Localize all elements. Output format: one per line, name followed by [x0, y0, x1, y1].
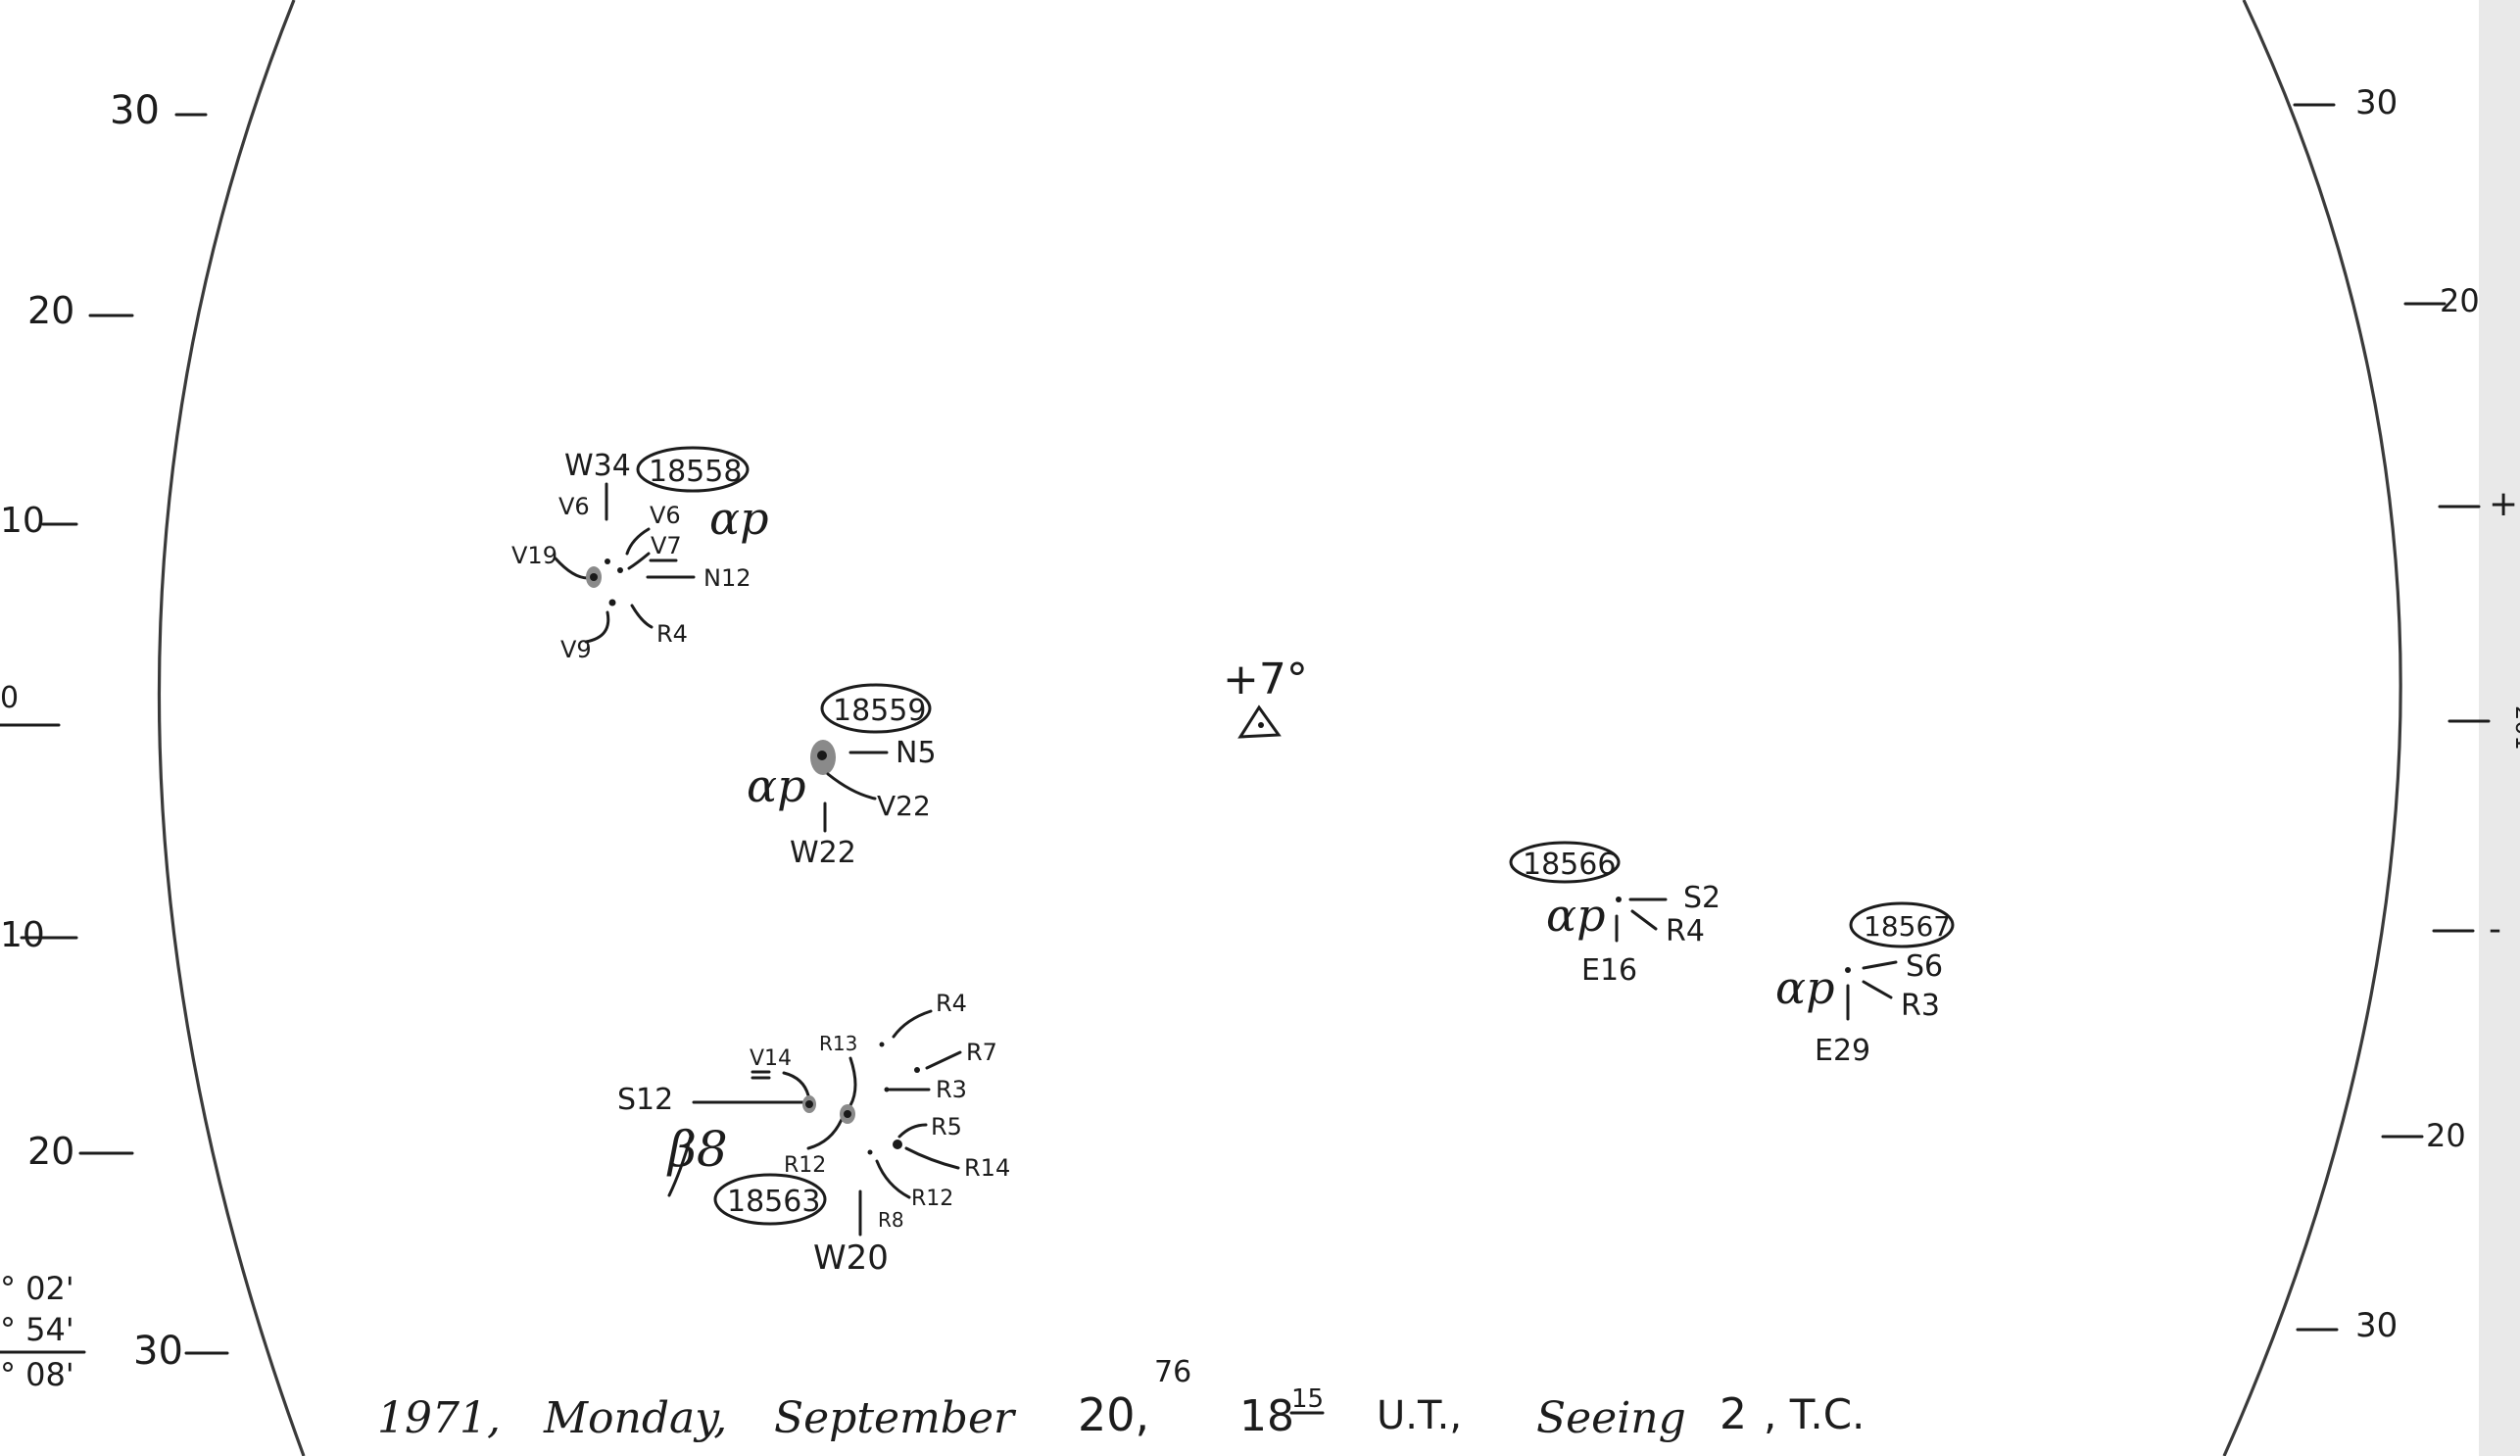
- spot-label: R4: [936, 990, 967, 1017]
- right-tick-label: +: [2489, 484, 2518, 524]
- group-id: 18566: [1523, 848, 1616, 882]
- group-class: αp: [1546, 889, 1606, 942]
- group-18558: W34 18558 αp V6 V6 V7 V19 N12 V9 R4: [511, 446, 769, 663]
- caption-time-minutes: 15: [1291, 1384, 1324, 1414]
- caption-day: Monday,: [543, 1393, 727, 1443]
- group-18567: 18567 S6 R3 αp E29: [1775, 901, 1955, 1068]
- left-latitude-scale: 30 20 10 10 20 30 0: [0, 88, 229, 1374]
- spot-label: V19: [511, 542, 557, 569]
- caption-seeing: Seeing: [1536, 1393, 1686, 1443]
- group-18566: 18566 S2 R4 αp E16: [1509, 841, 1720, 988]
- corner-note: ° 02': [0, 1270, 74, 1307]
- group-zurich-label: E29: [1815, 1034, 1870, 1068]
- disk-center-marker: +7°: [1223, 655, 1308, 739]
- spot-label: R3: [936, 1076, 967, 1103]
- group-id: 18567: [1864, 910, 1951, 943]
- caption-ut: U.T.,: [1377, 1393, 1462, 1438]
- group-class: β8: [666, 1121, 728, 1178]
- group-18559: 18559 N5 V22 αp W22: [747, 683, 937, 870]
- caption-month: September: [774, 1393, 1017, 1443]
- caption-date-fraction: 76: [1154, 1355, 1191, 1389]
- spot-label: V14: [750, 1046, 792, 1071]
- caption-year: 1971,: [377, 1393, 501, 1443]
- group-zurich-label: W34: [564, 449, 631, 483]
- spot-label: N12: [703, 564, 751, 592]
- caption-time: 18: [1239, 1391, 1294, 1441]
- group-18563: S12 V14 R13 R4 R7 R3 R5 R14 R12 R12 R8 β…: [617, 990, 1010, 1278]
- spot-label: S6: [1906, 949, 1943, 984]
- group-zurich-label: W22: [790, 836, 856, 870]
- caption-date: 20,: [1078, 1388, 1149, 1441]
- spot-label: R4: [656, 620, 688, 648]
- left-tick-label: 10: [0, 501, 45, 541]
- spot-label: V7: [651, 532, 682, 559]
- left-margin-fragment: 0: [0, 681, 19, 715]
- spot-label: S2: [1683, 881, 1720, 915]
- right-tick-label: 20: [2440, 282, 2480, 319]
- corner-note: ° 54': [0, 1311, 74, 1348]
- group-id-oval: [820, 683, 932, 734]
- group-zurich-label: W20: [813, 1238, 889, 1278]
- spot-label: V9: [560, 636, 592, 663]
- center-latitude-label: +7°: [1223, 655, 1308, 704]
- spot-label: R8: [878, 1208, 904, 1232]
- right-latitude-scale: 30 20 + - 20 30 201: [2293, 83, 2520, 1345]
- group-id: 18558: [649, 455, 742, 489]
- spot-label: V22: [877, 790, 931, 822]
- right-margin-fragment: 201: [2510, 705, 2520, 751]
- corner-note: ° 08': [0, 1356, 74, 1393]
- center-dot: [1258, 722, 1264, 728]
- spot-label: R4: [1666, 914, 1705, 948]
- group-id-oval: [636, 446, 750, 493]
- spot-label: R12: [911, 1187, 953, 1211]
- spot-label: R5: [931, 1113, 962, 1141]
- group-id: 18563: [727, 1185, 820, 1219]
- spot-label: R12: [784, 1153, 826, 1178]
- left-tick-label: 20: [27, 289, 74, 332]
- spot-label: R14: [964, 1154, 1010, 1182]
- group-id-oval: [713, 1173, 827, 1226]
- spot-label: S12: [617, 1083, 673, 1117]
- scan-edge: [2479, 0, 2520, 1456]
- spot-label: V6: [650, 502, 681, 529]
- right-tick-label: -: [2489, 909, 2501, 949]
- group-id: 18559: [833, 694, 926, 728]
- group-class: αp: [709, 492, 769, 545]
- spot-label: V6: [558, 493, 590, 520]
- left-tick-label: 30: [133, 1329, 183, 1374]
- center-triangle-icon: [1237, 704, 1282, 739]
- group-id-oval: [1509, 841, 1621, 884]
- group-class: αp: [1775, 961, 1835, 1014]
- left-tick-label: 10: [0, 915, 45, 955]
- spot-label: R3: [1901, 989, 1940, 1023]
- observation-caption: 1971, Monday, September 20, 76 18 15 U.T…: [377, 1355, 1865, 1443]
- group-zurich-label: E16: [1581, 953, 1637, 988]
- right-tick-label: 30: [2355, 1306, 2398, 1345]
- solar-limb-right: [2222, 0, 2402, 1456]
- spot-label: R7: [966, 1039, 997, 1066]
- spot-label: R13: [819, 1032, 857, 1055]
- left-tick-label: 20: [27, 1130, 74, 1173]
- caption-seeing-value: 2: [1720, 1389, 1747, 1439]
- group-class: αp: [747, 759, 806, 812]
- right-tick-label: 30: [2355, 83, 2398, 122]
- group-id-oval: [1849, 901, 1955, 948]
- corner-notes: ° 02' ° 54' ° 08': [0, 1270, 86, 1393]
- right-tick-label: 20: [2426, 1117, 2466, 1154]
- left-tick-label: 30: [110, 88, 160, 133]
- caption-observer: , T.C.: [1764, 1390, 1865, 1438]
- spot-label: N5: [896, 736, 937, 770]
- solar-limb-left: [157, 0, 306, 1456]
